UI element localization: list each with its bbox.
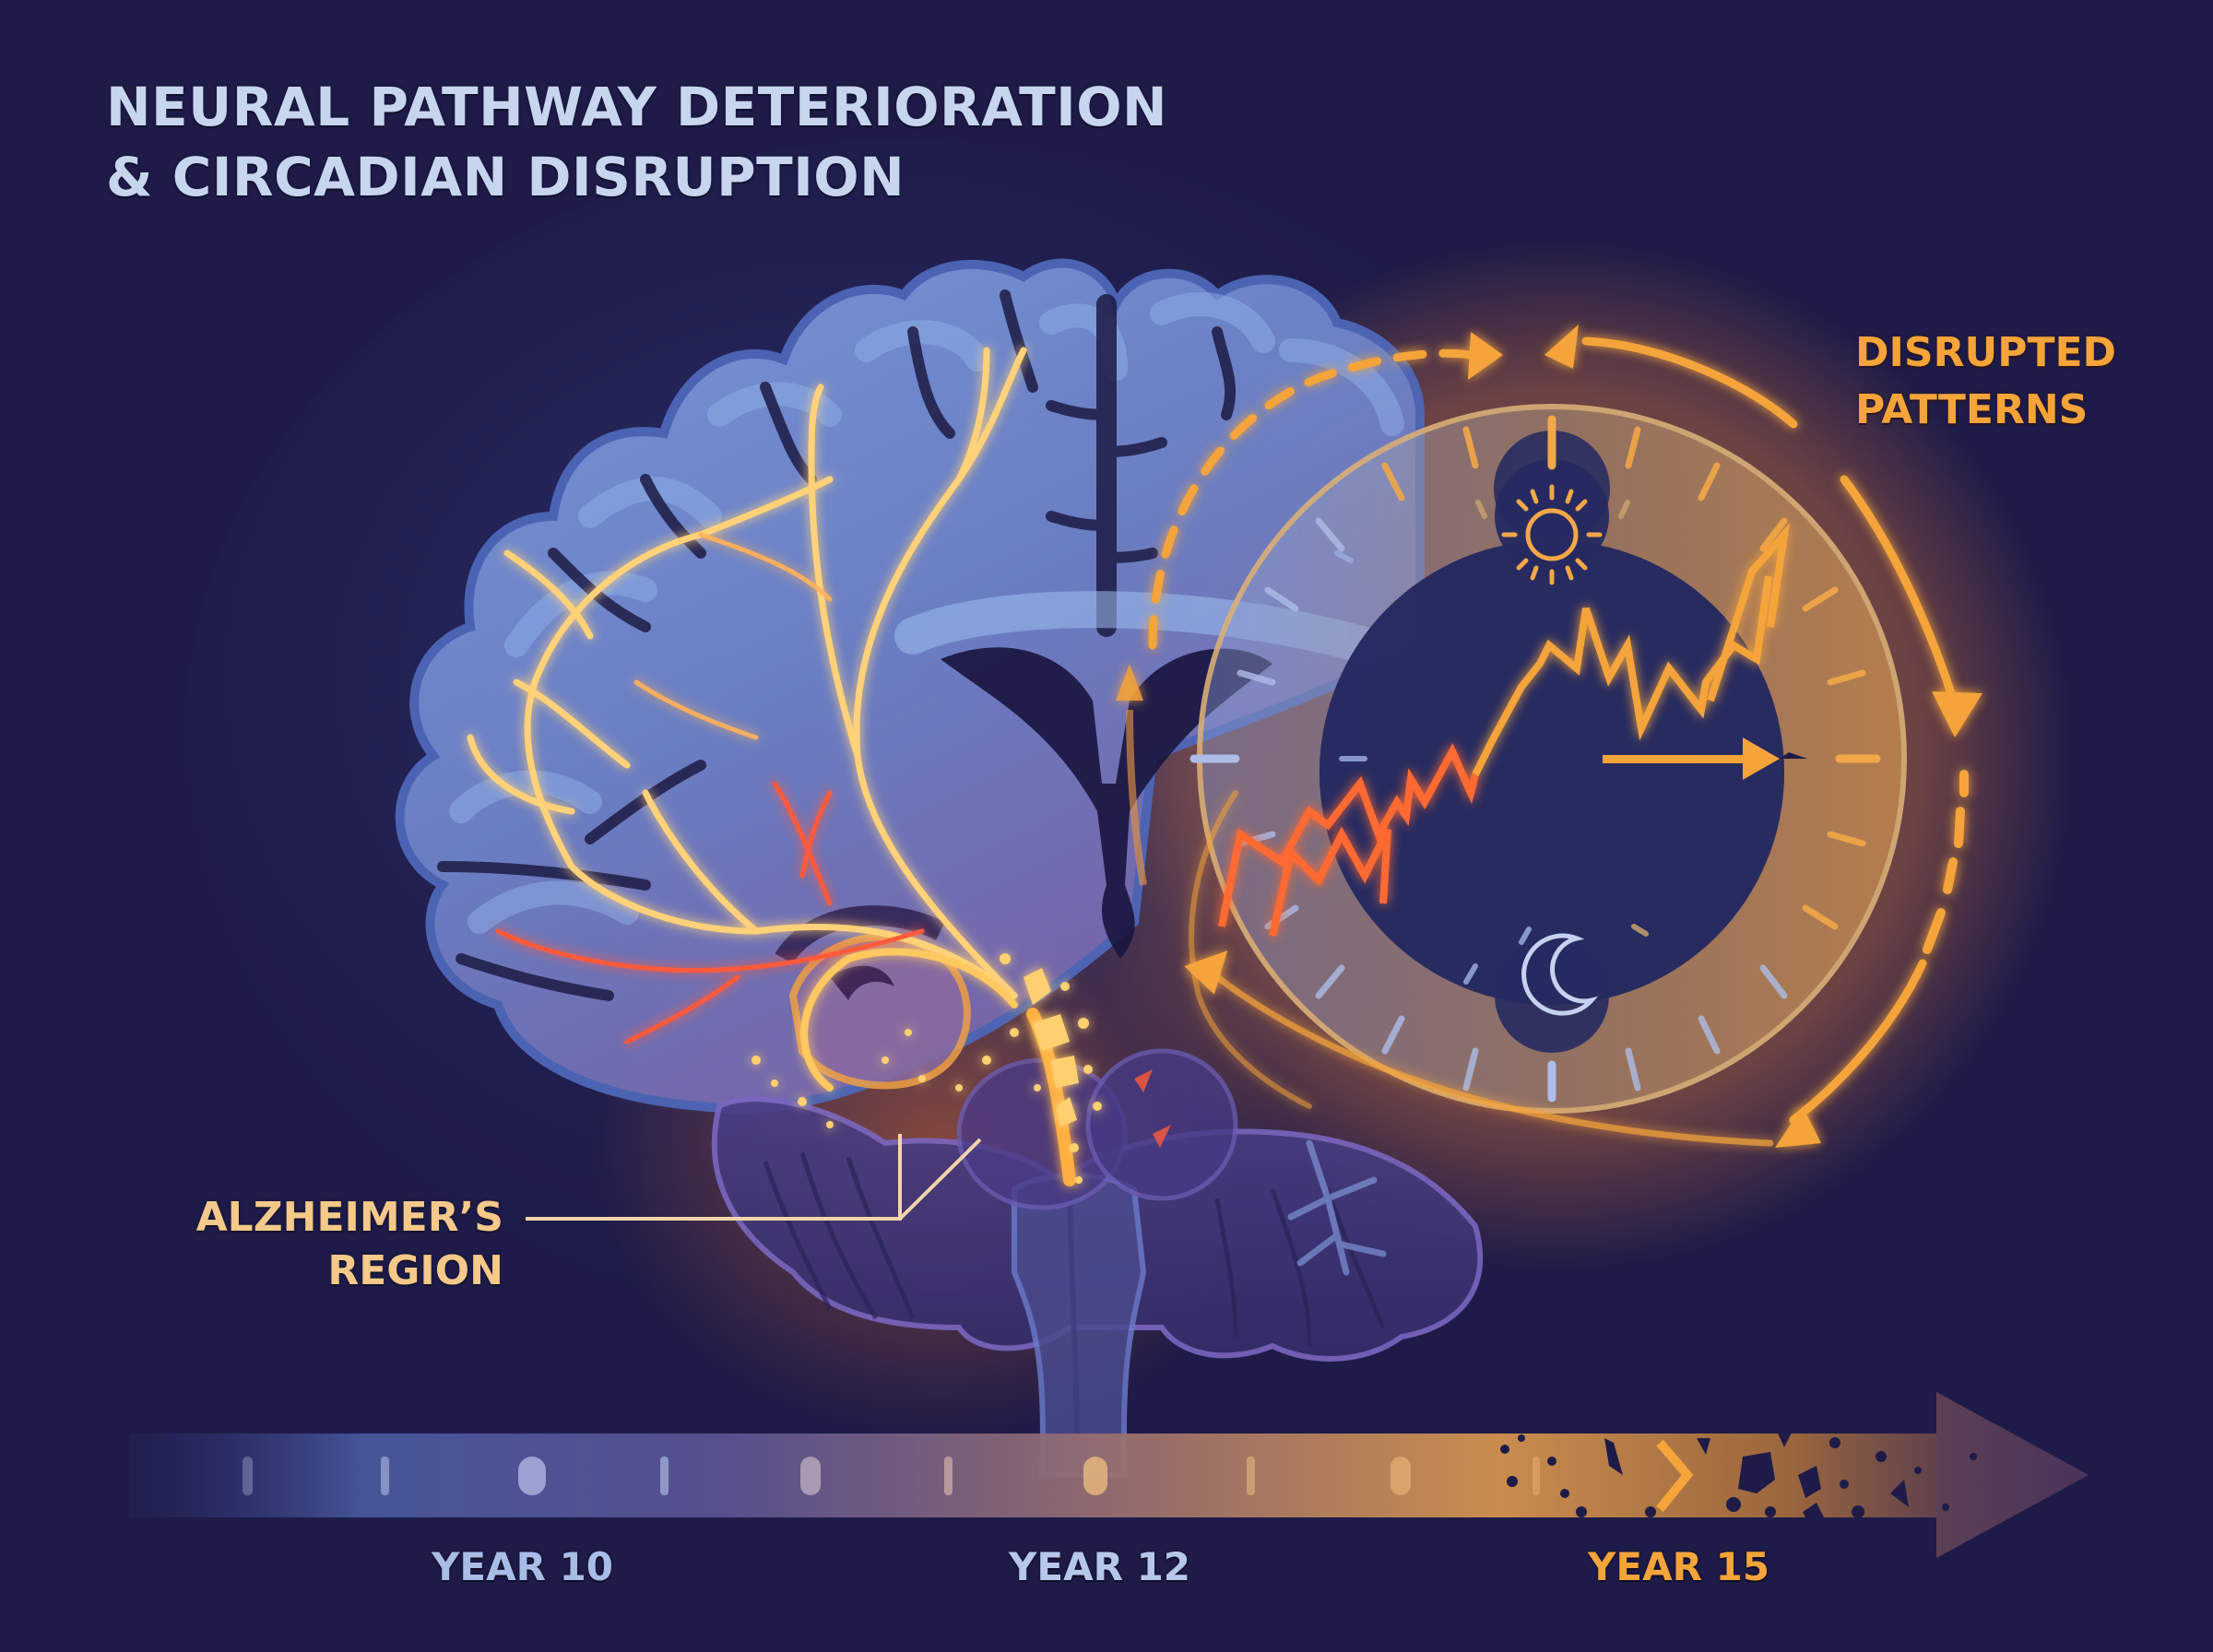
- timeline-label-year-10: YEAR 10: [432, 1544, 614, 1589]
- disruption-arrows: [1148, 336, 1969, 1147]
- clock-hand-arrow: [1603, 738, 1807, 780]
- disrupted-patterns-label: DISRUPTED PATTERNS: [1855, 324, 2116, 439]
- alzheimers-leader-line: [526, 1134, 982, 1221]
- timeline-label-year-15: YEAR 15: [1588, 1544, 1770, 1589]
- timeline-arrow: [129, 1392, 2089, 1558]
- sun-icon: [1501, 484, 1603, 585]
- moon-icon: [1521, 933, 1599, 1016]
- brain-illustration: [395, 258, 1484, 1478]
- arrowheads: [1116, 324, 1982, 1148]
- title-line-2: & CIRCADIAN DISRUPTION: [106, 146, 905, 208]
- fragmentation-holes: [1500, 1427, 1977, 1518]
- neural-pathways: [467, 347, 1076, 1186]
- alzheimers-label-line-2: REGION: [327, 1247, 503, 1294]
- timeline-label-year-12: YEAR 12: [1009, 1544, 1191, 1589]
- circadian-clock: [1189, 404, 1907, 1114]
- title-line-1: NEURAL PATHWAY DETERIORATION: [106, 76, 1168, 138]
- progress-chevron-icon: [1656, 1439, 1694, 1513]
- neural-debris: [751, 953, 1102, 1184]
- erratic-signal-line: [1218, 523, 1790, 937]
- disrupted-label-line-2: PATTERNS: [1855, 386, 2089, 433]
- page-title: NEURAL PATHWAY DETERIORATION & CIRCADIAN…: [106, 72, 1167, 212]
- alzheimers-region-label: ALZHEIMER’S REGION: [138, 1191, 503, 1298]
- alzheimers-label-line-1: ALZHEIMER’S: [195, 1194, 503, 1241]
- ventricles: [941, 647, 1272, 959]
- disrupted-label-line-1: DISRUPTED: [1855, 329, 2117, 376]
